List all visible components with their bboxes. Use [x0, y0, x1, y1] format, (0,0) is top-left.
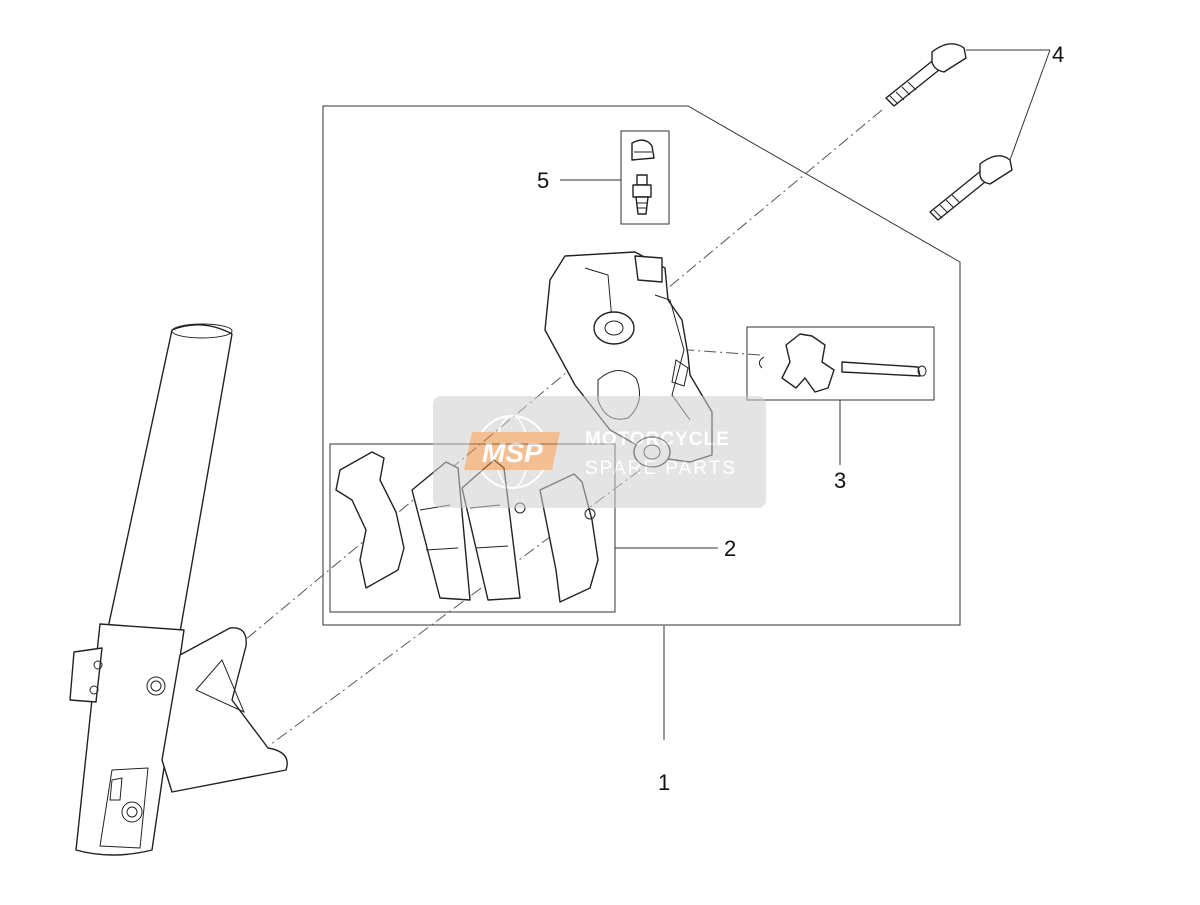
watermark-backdrop	[433, 396, 766, 508]
leader-lines	[560, 49, 1051, 740]
watermark-line2: SPARE PARTS	[585, 458, 737, 479]
fork-leg	[69, 323, 288, 856]
callout-5: 5	[537, 168, 549, 193]
pin-spring-group-box	[746, 326, 935, 401]
callout-1: 1	[658, 770, 670, 795]
watermark: MSP MOTORCYCLE SPARE PARTS	[433, 396, 766, 508]
mounting-bolts	[885, 43, 1013, 221]
callout-3: 3	[834, 468, 846, 493]
callout-2: 2	[724, 536, 736, 561]
watermark-logo-badge	[464, 432, 560, 470]
bleeder-valve	[631, 139, 655, 215]
assembly-outline	[322, 105, 961, 626]
bleeder-group-box	[620, 130, 670, 225]
pad-pin-and-spring	[758, 333, 927, 393]
watermark-line1: MOTORCYCLE	[585, 429, 730, 450]
watermark-logo-text: MSP	[482, 437, 543, 468]
callout-4: 4	[1052, 42, 1064, 67]
